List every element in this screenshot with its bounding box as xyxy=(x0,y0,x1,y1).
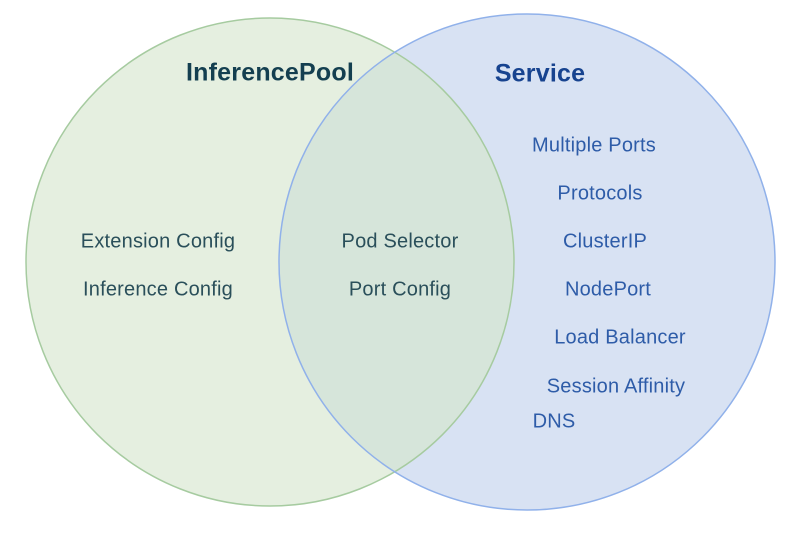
left-item-extension-config: Extension Config xyxy=(80,230,236,253)
overlap-item-pod-selector: Pod Selector xyxy=(341,230,459,253)
inferencepool-circle-outline xyxy=(25,17,515,507)
overlap-item-port-config: Port Config xyxy=(348,278,452,301)
service-circle-outline xyxy=(278,13,776,511)
service-title: Service xyxy=(494,59,586,88)
right-item-protocols: Protocols xyxy=(557,182,643,205)
inferencepool-title: InferencePool xyxy=(186,58,354,87)
right-item-multiple-ports: Multiple Ports xyxy=(532,134,656,157)
overlap-region-fill xyxy=(279,52,514,472)
right-item-nodeport: NodePort xyxy=(564,278,652,301)
right-item-dns: DNS xyxy=(532,410,576,433)
left-item-inference-config: Inference Config xyxy=(83,278,233,301)
right-item-clusterip: ClusterIP xyxy=(562,230,648,253)
right-item-load-balancer: Load Balancer xyxy=(554,326,686,349)
right-item-session-affinity: Session Affinity xyxy=(546,375,686,398)
